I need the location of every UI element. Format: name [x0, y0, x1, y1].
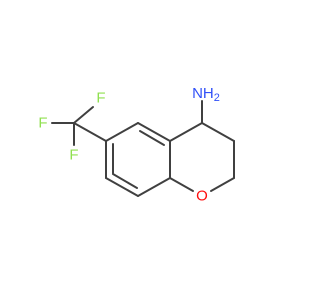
bond-c4-c3	[201, 122, 235, 142]
bond-double-bottom	[112, 173, 138, 189]
bond-double-top	[139, 130, 165, 146]
amine-text: NH	[192, 85, 214, 102]
bond-c-f-top	[73, 106, 94, 124]
bond-ring-cf3	[73, 122, 107, 142]
amine-label: NH2	[192, 85, 220, 105]
oxygen-label: O	[196, 188, 208, 205]
bond-c4-c4a	[169, 122, 203, 142]
amine-subscript: 2	[214, 92, 220, 104]
bond-o-c8a	[169, 177, 194, 192]
bond-ring-top	[137, 122, 171, 142]
bond-c2-o	[210, 177, 235, 192]
fluorine-top-label: F	[96, 90, 105, 107]
fluorine-bottom-label: F	[69, 147, 78, 164]
bond-ring-right-lower	[137, 177, 171, 197]
fluorine-left-label: F	[38, 115, 47, 132]
bond-ring-top-left	[105, 122, 139, 142]
chemical-structure-diagram: NH2 O F F F	[38, 85, 235, 205]
bond-ring-bottom	[105, 177, 139, 197]
atom-labels: NH2 O F F F	[38, 85, 219, 205]
bonds	[51, 100, 235, 197]
